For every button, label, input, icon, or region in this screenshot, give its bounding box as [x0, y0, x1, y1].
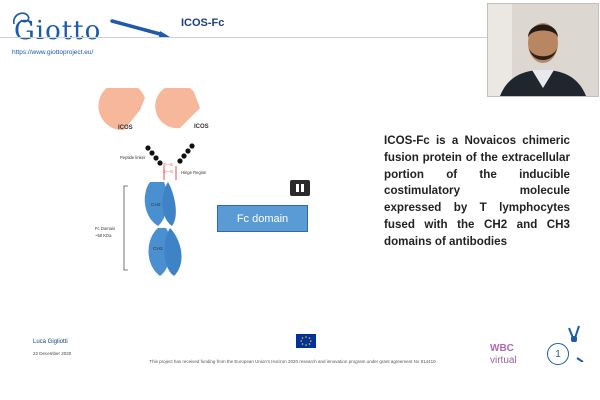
logo-url[interactable]: https://www.giottoproject.eu/	[12, 49, 94, 56]
header-divider	[0, 37, 488, 38]
icos-left-domain	[98, 88, 145, 131]
pause-icon	[296, 184, 299, 192]
pen-icon	[110, 19, 170, 37]
ch2-right	[162, 182, 176, 226]
disulfide-bottom-label: S—S	[163, 169, 173, 174]
presenter-figure	[488, 4, 598, 96]
giotto-swirl-icon	[13, 12, 30, 25]
eu-flag-icon	[296, 334, 316, 348]
peptide-linker-dots	[145, 143, 195, 166]
fc-domain-label: Fc Domain	[95, 226, 116, 231]
ch3-left	[148, 228, 171, 276]
ch3-label: CH3	[153, 247, 163, 252]
funding-text: This project has received funding from t…	[149, 359, 436, 364]
peptide-linker-label: Peptide linker	[120, 155, 146, 160]
fc-bracket	[123, 185, 128, 271]
presentation-date: 22 December 2020	[33, 351, 72, 356]
icos-right-domain	[155, 88, 200, 129]
robot-icon	[568, 325, 584, 362]
wbc-logo: WBC	[490, 343, 514, 354]
ch2-label: CH2	[151, 203, 161, 208]
page-number: 1	[547, 343, 569, 365]
description-text: ICOS-Fc is a Novaicos chimeric fusion pr…	[384, 134, 570, 248]
icos-fc-diagram	[98, 88, 200, 276]
page-title: ICOS-Fc	[181, 17, 225, 29]
presenter-name: Luca Gigliotti	[33, 339, 68, 345]
disulfide-top-label: S—S	[163, 162, 173, 167]
hinge-region-label: Hinge Region	[181, 170, 207, 175]
icos-right-label: ICOS	[194, 124, 209, 130]
fc-domain-box: Fc domain	[217, 205, 308, 232]
pause-button[interactable]	[290, 180, 310, 196]
fc-domain-size-label: ~50 KDa	[95, 233, 112, 238]
presenter-video[interactable]	[487, 3, 599, 97]
ch2-left	[144, 182, 168, 226]
giotto-logo: Giotto	[14, 16, 102, 46]
icos-left-label: ICOS	[118, 125, 133, 131]
ch3-right	[164, 228, 182, 276]
virtual-label: virtual	[490, 355, 517, 366]
